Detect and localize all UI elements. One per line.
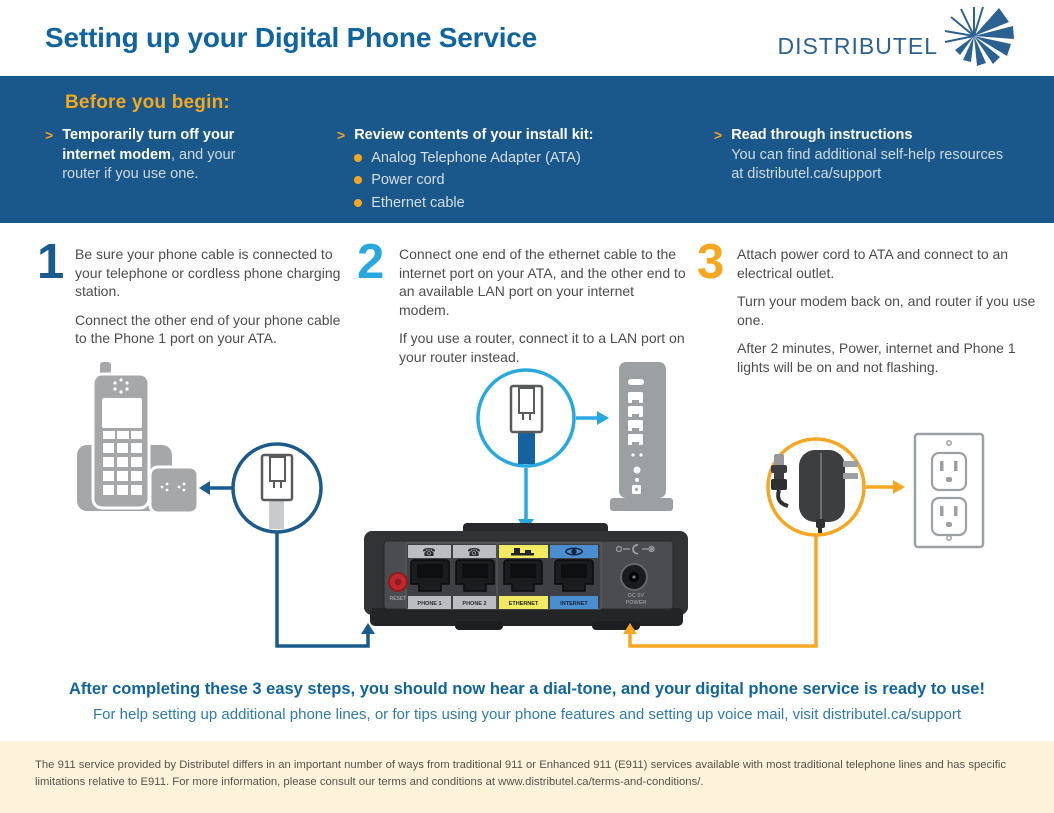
step-3-paragraph: After 2 minutes, Power, internet and Pho… [737,340,1016,376]
chevron-icon: > [714,127,723,143]
completion-subline: For help setting up additional phone lin… [92,706,961,723]
completion-headline: After completing these 3 easy steps, you… [69,680,985,698]
phone1-label: PHONE 1 [417,601,441,607]
ethernet-icon [511,548,534,556]
bullet-icon [354,198,363,207]
step-3-paragraph: Turn your modem back on, and router if y… [737,293,1036,328]
arrowhead-right [597,411,609,425]
arrowhead-right [893,480,905,494]
before-you-begin-heading: Before you begin: [65,92,230,113]
arrowhead-up-phone1 [361,623,375,634]
banner-item1-rest: , and your router if you use one. [62,146,236,183]
banner-item-read-instructions: > Read through instructions You can find… [714,126,1034,185]
handset-speaker-dots [113,378,129,394]
banner-item1-bold: Temporarily turn off your internet modem [62,127,235,163]
power-label-line1: DC 5V [628,593,645,599]
disclaimer-footer: The 911 service provided by Distributel … [0,741,1054,813]
page-title: Setting up your Digital Phone Service [45,22,538,53]
phone-cable-route-line [275,532,370,648]
step-1-paragraph: Be sure your phone cable is connected to… [75,246,341,300]
setup-diagram: RESET ☎ ☎ PHONE 1 PHONE 2 ETHERNET [77,362,985,648]
internet-globe-icon [565,547,583,556]
chevron-icon: > [337,127,346,143]
banner-item3-bold: Read through instructions [731,127,913,143]
step-2-text: Connect one end of the ethernet cable to… [399,245,687,377]
logo-wordmark: DISTRIBUTEL [777,32,938,59]
step-3-number: 3 [697,235,725,289]
power-adapter-icon [771,450,858,533]
wall-outlet-illustration [913,432,985,549]
power-cable-route-line [628,535,818,648]
step-3-paragraph: Attach power cord to ATA and connect to … [737,246,1009,281]
banner-item3-rest: You can find additional self-help resour… [731,146,1004,183]
before-you-begin-banner: Before you begin: > Temporarily turn off… [0,76,1054,223]
ata-device-illustration: RESET ☎ ☎ PHONE 1 PHONE 2 ETHERNET [364,523,688,630]
ethernet-connector-callout [476,368,609,532]
install-kit-list: Analog Telephone Adapter (ATA) Power cor… [354,149,593,214]
list-item: Power cord [354,171,593,191]
banner-item-install-kit: > Review contents of your install kit: A… [337,126,667,213]
step-2-number: 2 [357,235,385,289]
power-adapter-callout [623,437,905,648]
list-item: Analog Telephone Adapter (ATA) [354,149,593,169]
bullet-icon [354,153,363,162]
phone-handset-icon: ☎ [467,547,481,559]
reset-label: RESET [390,596,407,602]
reset-button: RESET [388,572,408,602]
list-item: Ethernet cable [354,194,593,214]
internet-label: INTERNET [560,601,588,607]
e911-disclaimer-text: The 911 service provided by Distributel … [35,759,1006,788]
internet-modem-illustration [610,362,673,511]
cradle-speaker-dots [160,482,186,492]
chevron-icon: > [45,127,54,143]
step-1-paragraph: Connect the other end of your phone cabl… [75,311,341,347]
bullet-icon [354,176,363,185]
starburst-logo-icon [944,6,1014,66]
power-polarity-icon [615,544,655,555]
cordless-phone-illustration [77,362,200,515]
phone-connector-callout [199,442,375,648]
handset-keypad [103,431,142,495]
rj11-connector-icon [260,453,294,502]
step-1-text: Be sure your phone cable is connected to… [75,245,353,358]
arrowhead-left [199,481,210,495]
phone2-label: PHONE 2 [462,601,486,607]
banner-item2-bold: Review contents of your install kit: [354,127,594,143]
step-2-paragraph: Connect one end of the ethernet cable to… [399,246,686,318]
step-3-text: Attach power cord to ATA and connect to … [737,245,1037,387]
banner-item-turn-off-modem: > Temporarily turn off your internet mod… [45,126,280,185]
ethernet-label: ETHERNET [509,601,539,607]
phone-handset-icon: ☎ [422,547,436,559]
arrowhead-up-power [623,623,637,634]
distributel-logo: DISTRIBUTEL [777,4,1040,70]
ethernet-cable [518,428,535,464]
dc-power-jack [620,563,648,591]
step-1-number: 1 [37,235,65,289]
phone-cable [269,496,284,529]
power-label-line2: POWER [626,600,647,606]
rj45-connector-icon [509,384,544,434]
step-2-paragraph: If you use a router, connect it to a LAN… [399,330,685,366]
